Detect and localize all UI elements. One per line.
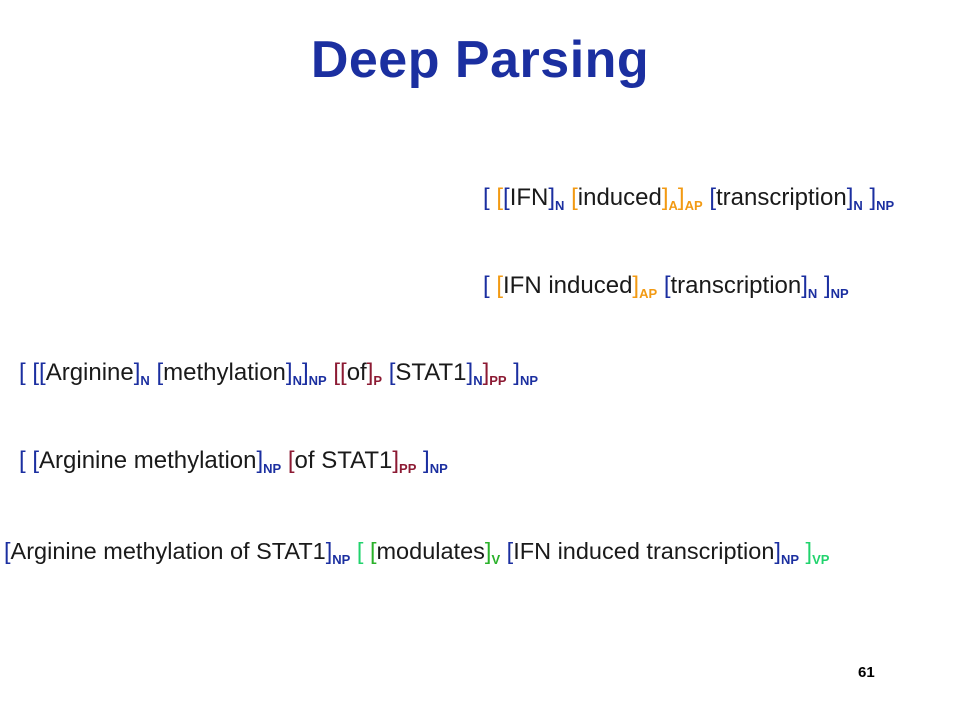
bracket: ] [466,359,474,386]
word: transcription [715,184,847,211]
word: of STAT1 [294,447,393,474]
bracket: ] [301,359,309,386]
bracket: [ [571,184,578,211]
label-np: NP [308,373,327,388]
word: IFN [509,184,549,211]
label-n: N [853,198,863,213]
bracket: [ [39,359,46,386]
bracket: [ [156,359,164,386]
bracket: ] [801,272,808,299]
label-np: NP [876,198,895,213]
parse-line-arginine-shallow: [ [Arginine methylation]NP [of STAT1]PP … [19,446,448,476]
label-np: NP [780,552,800,567]
word: STAT1 [395,359,467,386]
bracket: ] [661,184,669,211]
label-pp: PP [489,373,507,388]
label-np: NP [332,552,351,567]
word: transcription [670,272,802,299]
bracket: [ [356,538,370,564]
label-pp: PP [399,461,417,476]
bracket: ] [632,272,640,299]
bracket: [ [388,359,396,386]
bracket: ] [484,538,492,564]
word: methylation [163,359,286,386]
bracket: ] [548,184,556,211]
bracket: ] [285,359,293,386]
label-np: NP [519,373,539,388]
bracket: [ [340,359,347,386]
parse-line-full-sentence: [Arginine methylation of STAT1]NP [ [mod… [4,536,829,566]
label-np: NP [263,461,282,476]
bracket: ] [392,447,400,474]
slide-title: Deep Parsing [310,31,650,89]
bracket: ] [846,184,854,211]
bracket: ] [774,538,781,564]
bracket: [ [663,272,671,299]
label-vp: VP [812,552,830,567]
bracket: [ [19,359,33,386]
word [382,359,389,386]
bracket: ] [325,538,333,564]
bracket: [ [496,272,504,299]
bracket: ] [416,447,430,474]
label-n: N [807,286,818,301]
label-p: P [373,373,383,388]
label-n: N [473,373,483,388]
bracket: [ [483,184,497,211]
bracket: [ [709,184,716,211]
label-v: V [491,552,501,567]
label-a: A [668,198,678,213]
bracket: [ [483,272,497,299]
word: Arginine [45,359,134,386]
bracket: [ [4,538,11,564]
bracket: ] [256,447,264,474]
label-n: N [555,198,565,213]
word: modulates [376,538,485,564]
parse-line-ifn-deep: [ [[IFN]N [induced]A]AP [transcription]N… [483,183,894,213]
parse-line-arginine-deep: [ [[Arginine]N [methylation]N]NP [[of]P … [19,358,538,388]
bracket: [ [287,447,295,474]
bracket: ] [799,538,813,564]
bracket: ] [482,359,490,386]
word: IFN induced [503,272,633,299]
word: of [346,359,367,386]
bracket: ] [817,272,831,299]
label-ap: AP [639,286,658,301]
bracket: [ [32,359,40,386]
word: Arginine methylation of STAT1 [10,538,326,564]
label-n: N [292,373,302,388]
word: Arginine methylation [39,447,257,474]
bracket: [ [496,184,504,211]
label-n: N [140,373,150,388]
page-number: 61 [858,664,875,681]
bracket: [ [369,538,377,564]
label-np: NP [830,286,849,301]
bracket: [ [19,447,33,474]
bracket: [ [32,447,40,474]
word: IFN induced transcription [513,538,775,564]
bracket: ] [366,359,374,386]
bracket: [ [503,184,510,211]
word: induced [577,184,662,211]
parse-line-ifn-shallow: [ [IFN induced]AP [transcription]N ]NP [483,271,849,301]
bracket: ] [862,184,877,211]
bracket: [ [506,538,514,564]
word [281,447,288,474]
bracket: ] [133,359,141,386]
label-ap: AP [684,198,703,213]
word [657,272,664,299]
bracket: [ [333,359,341,386]
bracket: ] [677,184,685,211]
bracket: ] [506,359,520,386]
label-np: NP [429,461,448,476]
